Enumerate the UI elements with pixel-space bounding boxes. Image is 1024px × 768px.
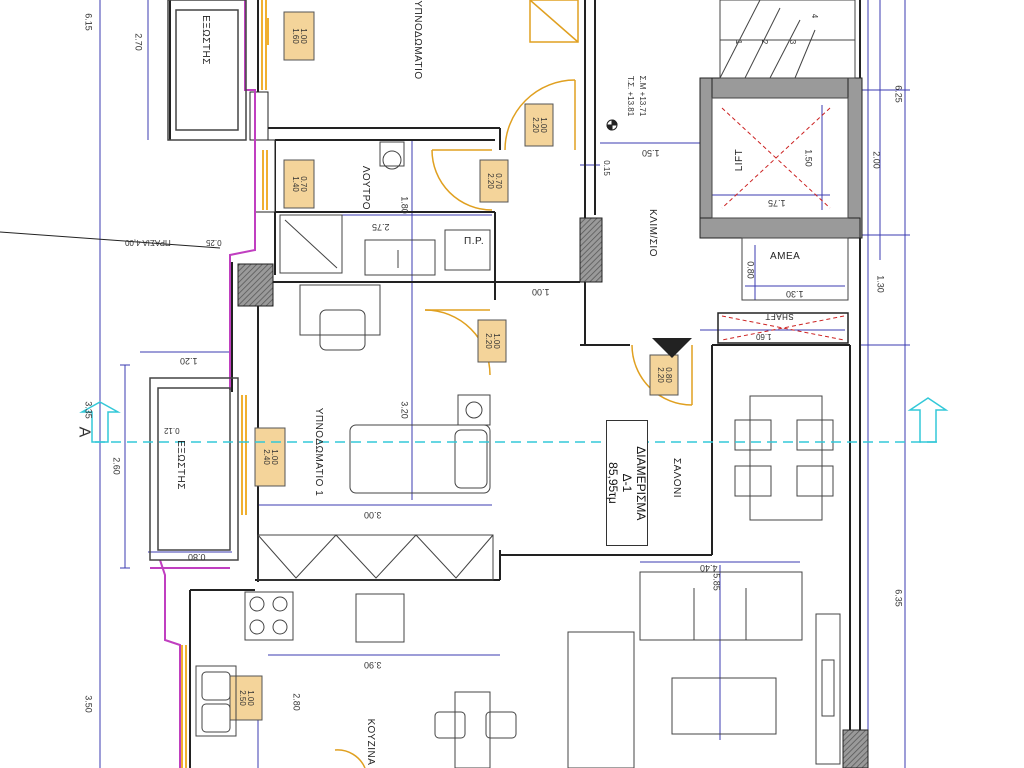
balcony-frames xyxy=(149,0,247,561)
room-label-balcony-top: ΕΞΩΣΤΗΣ xyxy=(200,15,211,65)
dim-260: 2.60 xyxy=(111,457,122,475)
arrow-down-icon xyxy=(652,338,692,358)
dim-100: 1.00 xyxy=(532,287,550,297)
lift-shaft xyxy=(711,97,849,344)
section-axis xyxy=(79,397,949,443)
dim-320: 3.20 xyxy=(399,401,410,419)
columns xyxy=(237,77,869,768)
stair-step-4: 4 xyxy=(810,13,819,19)
dim-280: 2.80 xyxy=(291,693,302,711)
stairs xyxy=(719,0,856,79)
level-marker xyxy=(606,119,618,131)
apartment-area: 85,95τμ xyxy=(606,462,620,504)
dimension-lines xyxy=(99,0,910,768)
dim-300: 3.00 xyxy=(364,510,382,520)
room-label-lift: LIFT xyxy=(734,148,745,172)
room-label-disabled-wc: ΑΜΕΑ xyxy=(770,251,801,262)
boundary-highlight xyxy=(150,0,256,768)
room-label-stairwell: ΚΛΙΜ/ΣΙΟ xyxy=(647,209,658,257)
street-label: ΠΡΑΣΙΑ 4,00 xyxy=(125,238,171,247)
window-tag-8: 1.00 2.50 xyxy=(238,690,255,706)
dim-390: 3.90 xyxy=(364,660,382,670)
window-tag-4: 0.70 2.20 xyxy=(486,173,503,189)
dim-080: 0.80 xyxy=(745,261,756,279)
level-structural: Σ.Μ +13.71 xyxy=(638,75,647,117)
dim-270: 2.70 xyxy=(133,33,144,51)
dim-130b: 1.30 xyxy=(786,289,804,299)
window-tag-2: 0.70 1.40 xyxy=(291,176,308,192)
dim-150b: 1.50 xyxy=(803,149,814,167)
window-tag-6: 1.00 2.40 xyxy=(262,449,279,465)
dim-335: 3.35 xyxy=(83,401,94,419)
stair-step-3: 3 xyxy=(788,39,797,45)
room-label-pr: Π.Ρ. xyxy=(464,236,485,247)
dim-150: 1.50 xyxy=(642,148,660,158)
street-pointer xyxy=(0,231,221,249)
apartment-info: ΔΙΑΜΕΡΙΣΜΑ Δ-1 85,95τμ xyxy=(606,446,648,521)
dim-635: 6.35 xyxy=(893,589,904,607)
dim-350: 3.50 xyxy=(83,695,94,713)
room-label-bathroom: ΛΟΥΤΡΟ xyxy=(360,165,371,211)
dim-175: 1.75 xyxy=(768,198,786,208)
window-tag-1: 1.00 1.60 xyxy=(291,28,308,44)
dim-585: 5.85 xyxy=(711,573,722,591)
window-tag-5: 1.00 2.20 xyxy=(484,333,501,349)
dim-615: 6.15 xyxy=(83,13,94,31)
dim-025: 0.25 xyxy=(206,238,222,247)
room-label-bedroom-1: ΥΠΝΟΔΩΜΑΤΙΟ 1 xyxy=(313,407,324,497)
stair-step-2: 2 xyxy=(760,39,769,45)
fixtures xyxy=(195,141,841,768)
dim-275: 2.75 xyxy=(372,222,390,232)
dim-080b: 0.80 xyxy=(188,552,206,562)
room-label-kitchen: ΚΟΥΖΙΝΑ xyxy=(365,718,376,766)
dim-200: 2.00 xyxy=(871,151,882,169)
room-label-balcony-mid: ΕΞΩΣΤΗΣ xyxy=(175,440,186,490)
dim-160: 1.60 xyxy=(756,332,772,341)
dim-012: 0.12 xyxy=(164,426,180,435)
section-marker: A xyxy=(75,426,93,438)
dim-120: 1.20 xyxy=(180,356,198,366)
window-tag-3: 1.00 2.20 xyxy=(531,117,548,133)
window-tag-7: 0.80 2.20 xyxy=(656,367,673,383)
dim-180: 1.80 xyxy=(399,196,410,214)
doors xyxy=(334,0,693,768)
stair-step-1: 1 xyxy=(734,39,743,45)
dim-130: 1.30 xyxy=(875,275,886,293)
room-label-shaft: SHAFT xyxy=(765,312,794,321)
dim-625: 6.25 xyxy=(893,85,904,103)
windows xyxy=(181,0,269,768)
apartment-area-box: ΔΙΑΜΕΡΙΣΜΑ Δ-1 85,95τμ xyxy=(606,420,648,546)
level-finished: Τ.Σ. +13.81 xyxy=(626,75,635,117)
window-tags xyxy=(229,11,679,721)
walls xyxy=(169,0,861,768)
dim-440: 4.40 xyxy=(700,563,718,573)
room-label-bedroom-top: ΥΠΝΟΔΩΜΑΤΙΟ xyxy=(412,0,423,80)
dim-015: 0.15 xyxy=(602,160,611,176)
apartment-name: ΔΙΑΜΕΡΙΣΜΑ Δ-1 xyxy=(620,446,648,521)
room-label-living: ΣΑΛΟΝΙ xyxy=(671,457,682,499)
